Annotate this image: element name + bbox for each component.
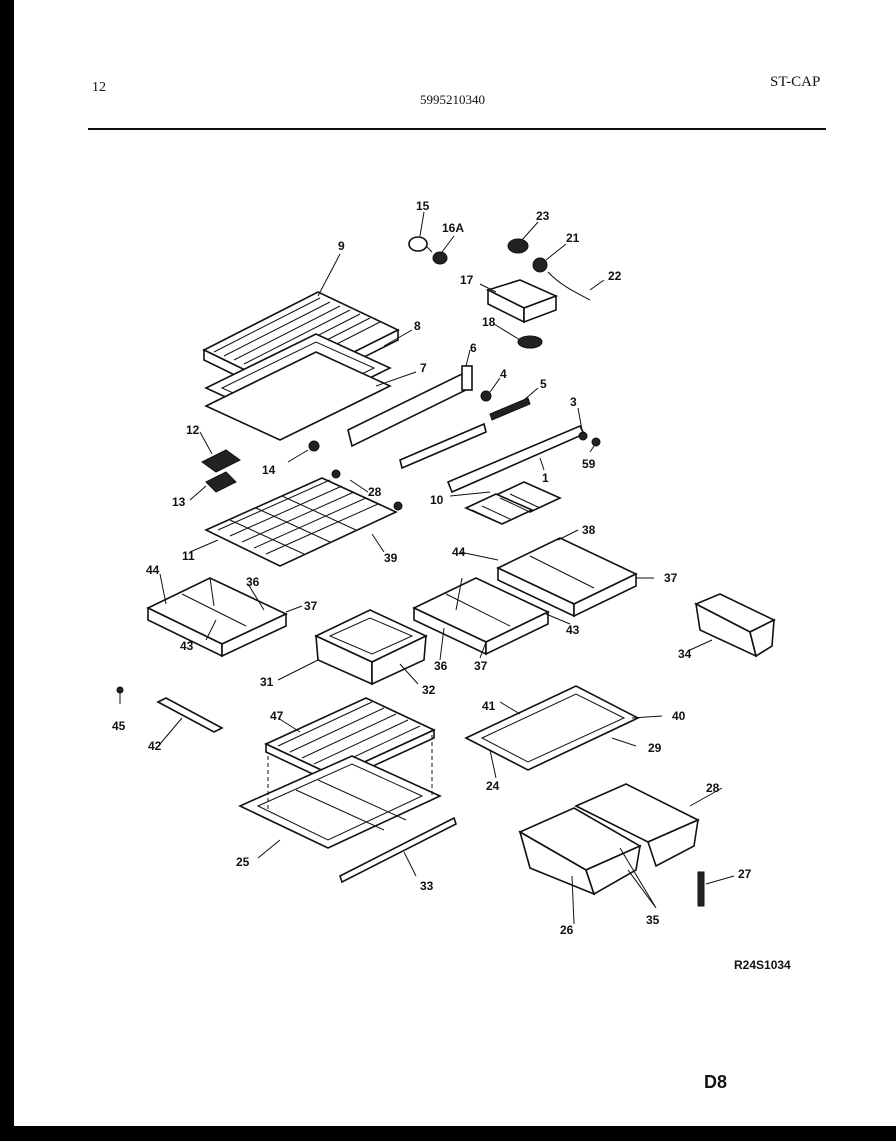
dairy-bin — [694, 593, 776, 658]
rail-short — [489, 397, 531, 421]
callout-1: 1 — [542, 471, 549, 485]
shelf-trim — [156, 697, 224, 733]
lamp-screw — [308, 440, 320, 452]
callout-24: 24 — [486, 779, 500, 793]
small-screw — [578, 431, 588, 441]
callout-42: 42 — [148, 739, 162, 753]
crisper-drawer-right — [574, 783, 700, 868]
callout-3: 3 — [570, 395, 577, 409]
callout-18: 18 — [482, 315, 496, 329]
callout-12: 12 — [186, 423, 200, 437]
light-shield — [517, 335, 543, 349]
callout-41: 41 — [482, 699, 496, 713]
page-number: 12 — [92, 80, 106, 95]
callout-21: 21 — [566, 231, 580, 245]
lamp-housing — [201, 449, 241, 493]
page-code: D8 — [704, 1072, 728, 1092]
callout-40: 40 — [672, 709, 686, 723]
leader-lines — [159, 211, 735, 925]
screw — [480, 390, 492, 402]
callout-15: 15 — [416, 199, 430, 213]
door-shelf-middle — [412, 577, 550, 656]
callout-5: 5 — [540, 377, 547, 391]
cam — [591, 437, 601, 447]
callout-37-left: 37 — [304, 599, 318, 613]
callout-29: 29 — [648, 741, 662, 755]
callout-39: 39 — [384, 551, 398, 565]
crisper-slide-rail — [339, 816, 457, 884]
callout-59: 59 — [582, 457, 596, 471]
callout-44-left: 44 — [146, 563, 160, 577]
callout-7: 7 — [420, 361, 427, 375]
callout-23: 23 — [536, 209, 550, 223]
part-number: 5995210340 — [420, 92, 485, 107]
shelf-support-bracket — [347, 365, 473, 448]
callout-25: 25 — [236, 855, 250, 869]
clip — [116, 686, 124, 704]
callout-28-upper: 28 — [368, 485, 382, 499]
bulb-socket — [432, 251, 448, 265]
crisper-frame — [238, 728, 442, 849]
glass-shelf — [204, 351, 392, 441]
door-shelf-right — [496, 537, 638, 618]
diagram-reference-code: R24S1034 — [734, 958, 791, 972]
knob — [507, 238, 529, 254]
model-code: ST-CAP — [770, 74, 821, 90]
callout-33: 33 — [420, 879, 434, 893]
callout-11: 11 — [182, 549, 195, 563]
drawer-pin — [697, 871, 705, 907]
callout-17: 17 — [460, 273, 474, 287]
door-shelf-left — [146, 577, 288, 658]
callout-47: 47 — [270, 709, 284, 723]
callout-4: 4 — [500, 367, 507, 381]
callout-labels: 15 16A 23 21 22 17 18 9 8 7 6 4 5 3 59 1… — [112, 199, 752, 937]
control-housing — [485, 279, 559, 324]
shelf-rail — [399, 422, 487, 470]
callout-9: 9 — [338, 239, 345, 253]
callout-36-left: 36 — [246, 575, 260, 589]
crisper-drawer-left — [518, 807, 642, 896]
thermostat-knob — [532, 257, 548, 273]
callout-31: 31 — [260, 675, 274, 689]
callout-22: 22 — [608, 269, 622, 283]
header-rule — [88, 128, 826, 130]
callout-44-middle: 44 — [452, 545, 466, 559]
callout-43-middle: 43 — [566, 623, 580, 637]
light-bulb — [408, 236, 433, 253]
callout-8: 8 — [414, 319, 421, 333]
meat-keeper-drawer — [314, 609, 428, 686]
callout-28-lower: 28 — [706, 781, 720, 795]
ice-tray — [464, 481, 562, 525]
callout-37-middle: 37 — [474, 659, 488, 673]
callout-13: 13 — [172, 495, 186, 509]
callout-43-left: 43 — [180, 639, 194, 653]
callout-36-middle: 36 — [434, 659, 448, 673]
wire-harness — [547, 271, 591, 301]
callout-14: 14 — [262, 463, 276, 477]
diagram-sheet: 12 5995210340 ST-CAP R24S1034 D8 — [14, 0, 896, 1126]
callout-10: 10 — [430, 493, 444, 507]
wire-shelf-stop — [331, 469, 403, 511]
callout-16a: 16A — [442, 221, 464, 235]
callout-27: 27 — [738, 867, 752, 881]
callout-32: 32 — [422, 683, 436, 697]
wire-shelf — [204, 477, 398, 567]
callout-38-right: 38 — [582, 523, 596, 537]
callout-34: 34 — [678, 647, 692, 661]
callout-45: 45 — [112, 719, 126, 733]
callout-6: 6 — [470, 341, 477, 355]
callout-35: 35 — [646, 913, 660, 927]
callout-26: 26 — [560, 923, 574, 937]
callout-37-right: 37 — [664, 571, 678, 585]
